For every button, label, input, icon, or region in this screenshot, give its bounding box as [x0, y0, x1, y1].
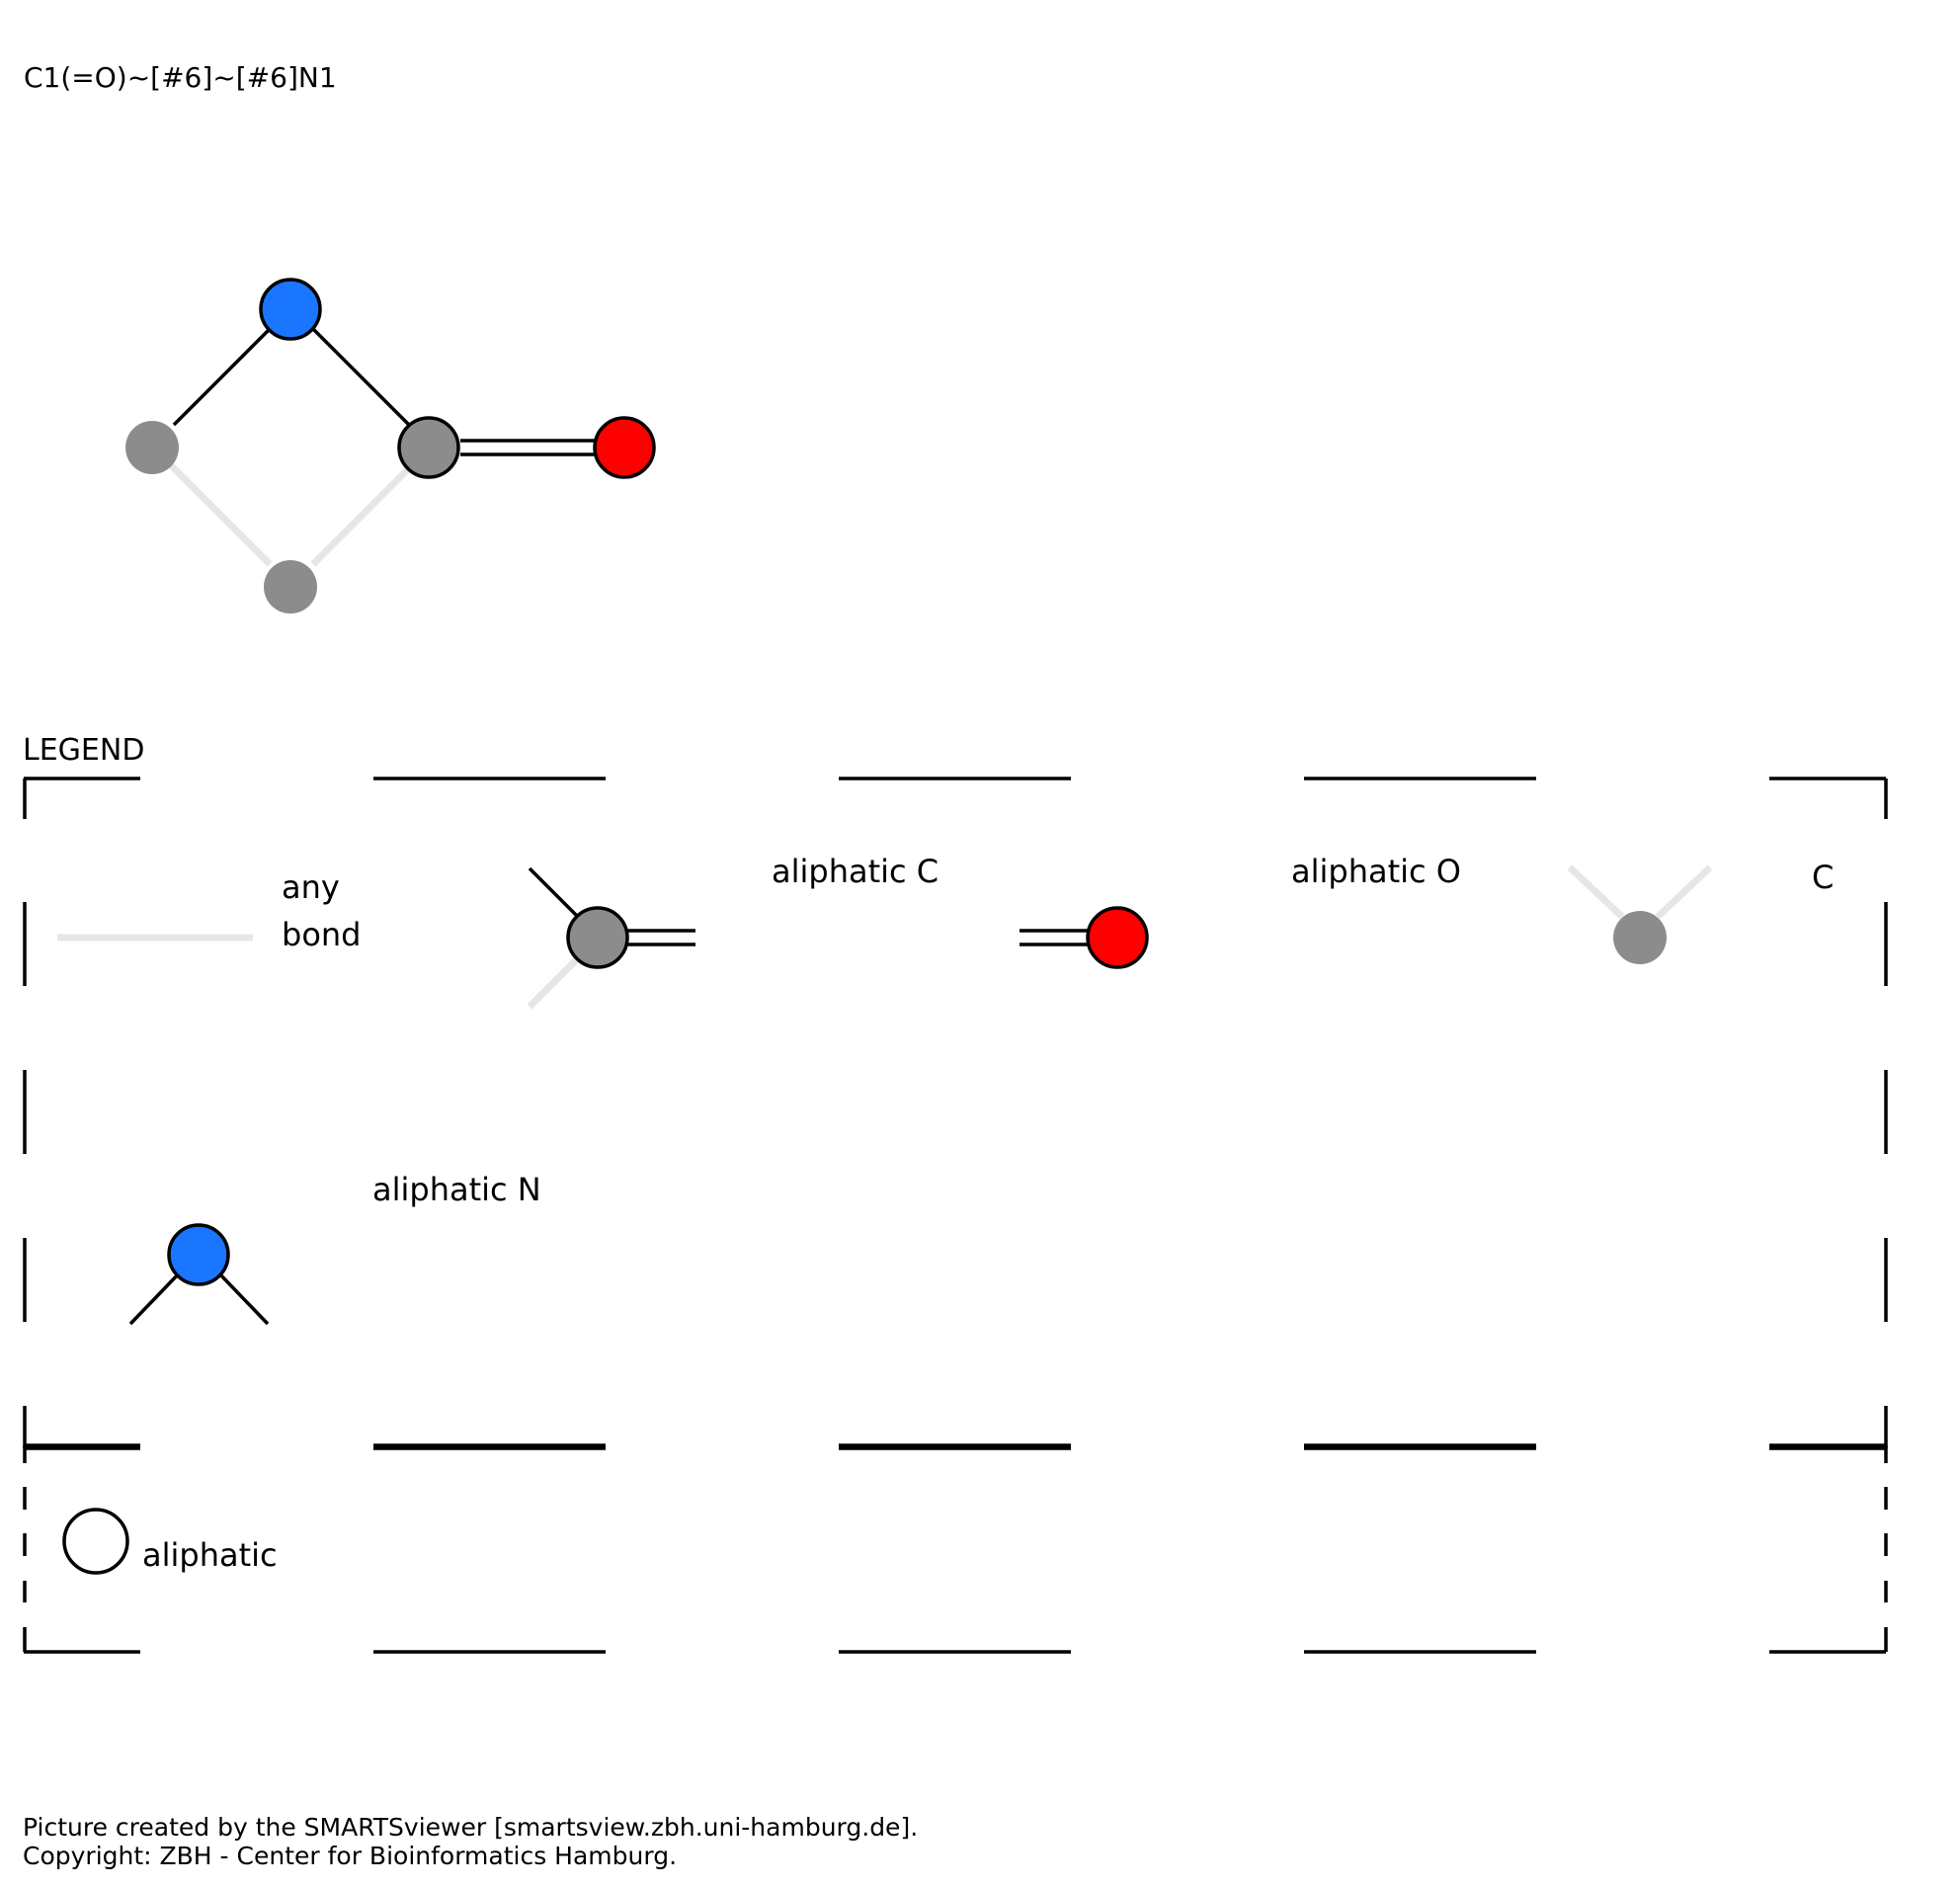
single-bond: [172, 324, 275, 427]
carbon-atom: [264, 560, 317, 614]
nitrogen-atom: [259, 278, 322, 341]
legend-entry-c: C: [1567, 859, 1834, 964]
legend-title: LEGEND: [23, 733, 144, 768]
footer-copyright: Copyright: ZBH - Center for Bioinformati…: [23, 1842, 677, 1870]
legend-entry-aliphatic-c: aliphatic C: [527, 853, 939, 1010]
carbonyl-carbon-atom: [397, 416, 460, 479]
aliphatic-label: aliphatic: [142, 1536, 278, 1574]
c-label: C: [1812, 859, 1834, 896]
any-bond-label: any: [282, 868, 340, 906]
oxygen-atom: [593, 416, 656, 479]
aliphatic-circle-icon: [62, 1508, 129, 1575]
aliphatic-n-label: aliphatic N: [372, 1171, 541, 1208]
carbon-atom-sample: [566, 906, 629, 969]
smarts-string: C1(=O)~[#6]~[#6]N1: [24, 61, 337, 94]
any-bond-label: bond: [282, 916, 361, 953]
carbon-atom-sample: [1613, 911, 1667, 964]
legend-box: [23, 1443, 1888, 1654]
legend-entry-aliphatic-o: aliphatic O: [1020, 853, 1461, 969]
single-bond: [308, 324, 411, 427]
footer-credit: Picture created by the SMARTSviewer [sma…: [23, 1813, 918, 1842]
aliphatic-c-label: aliphatic C: [772, 853, 939, 890]
legend-box: [23, 777, 1888, 1450]
legend-entry-aliphatic-n: aliphatic N: [128, 1171, 541, 1326]
any-bond: [165, 459, 273, 567]
molecule: [125, 278, 656, 614]
any-bond: [310, 465, 412, 567]
nitrogen-atom-sample: [167, 1223, 230, 1286]
carbon-atom: [125, 421, 179, 474]
oxygen-atom-sample: [1086, 906, 1149, 969]
legend-entry-any-bond: any bond: [57, 868, 361, 953]
aliphatic-o-label: aliphatic O: [1291, 853, 1461, 890]
legend-entry-aliphatic: aliphatic: [62, 1508, 278, 1575]
